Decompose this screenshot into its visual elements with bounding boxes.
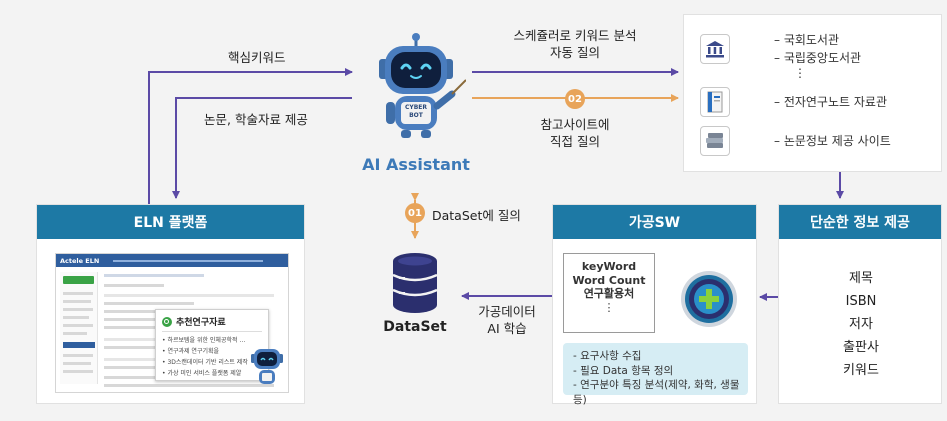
recommended-papers-popup[interactable]: 추천연구자료 • 하르보템을 위한 인체공학적 … • 연구과제 연구기획을 •… [155,309,269,381]
keyword-box-line: 연구활용처 [583,287,635,300]
dataset-label: DataSet [383,319,447,335]
label-core-keyword: 핵심키워드 [228,50,286,65]
source-item: – 논문정보 제공 사이트 [774,134,891,148]
source-row-e-notebook: – 전자연구노트 자료관 [700,87,887,117]
sw-title: 가공SW [553,205,756,239]
plus-circle-icon [681,271,737,327]
small-robot-icon [251,349,283,384]
source-item: – 국회도서관 [774,33,840,47]
search-icon [162,316,172,327]
processing-sw-panel: 가공SW keyWord Word Count 연구활용처 ⋮ - 요구사항 수… [552,204,757,406]
info-field: 저자 [849,317,873,332]
requirement-item: - 요구사항 수집 [573,350,642,362]
keyword-box-line: Word Count [572,273,646,287]
info-field: 출판사 [843,340,879,355]
keyword-box: keyWord Word Count 연구활용처 ⋮ [563,253,655,333]
label-ref-site-query: 참고사이트에 직접 질의 [540,117,610,149]
info-field: ISBN [845,294,877,309]
source-row-national-assembly: – 국회도서관 – 국립중앙도서관 [700,31,861,67]
popup-title: 추천연구자료 [176,318,226,328]
sources-ellipsis: ⋮ [794,66,806,80]
keyword-box-line: ⋮ [603,300,615,314]
keyword-box-line: keyWord [581,260,637,273]
arrow-core-keyword [148,68,353,205]
robot-illustration: CYBER BOT [366,32,467,148]
source-item: – 전자연구노트 자료관 [774,95,887,109]
badge-01: 01 [405,203,425,223]
label-schedule-query: 스케쥴러로 키워드 분석 자동 질의 [513,28,637,60]
eln-logo: Actele ELN [60,256,100,265]
assistant-title: AI Assistant [362,155,470,174]
source-row-paper-sites: – 논문정보 제공 사이트 [700,126,891,156]
label-paper-provision: 논문, 학술자료 제공 [204,112,308,127]
label-dataset-query: DataSet에 질의 [432,208,521,223]
requirement-item: - 연구분야 특징 분석(제약, 화학, 생물 등) [573,379,740,406]
source-item: – 국립중앙도서관 [774,51,862,65]
info-title: 단순한 정보 제공 [779,205,941,239]
eln-mock-topbar: Actele ELN [56,254,288,267]
sources-panel: – 국회도서관 – 국립중앙도서관 ⋮ – 전자연구노트 자료관 – 논문정보 … [683,14,942,172]
popup-item[interactable]: • 3D스캔데이터 기반 리스트 제작 [162,359,248,366]
info-field-list: 제목 ISBN 저자 출판사 키워드 [779,267,943,382]
requirements-box: - 요구사항 수집 - 필요 Data 항목 정의 - 연구분야 특징 분석(제… [563,343,748,406]
requirement-item: - 필요 Data 항목 정의 [573,364,674,377]
info-field: 키워드 [843,363,879,378]
eln-mock-sidebar [60,272,98,384]
info-field: 제목 [849,271,873,286]
document-book-icon [700,87,730,117]
eln-title: ELN 플랫폼 [37,205,304,239]
robot-icon [379,33,467,138]
simple-info-panel: 단순한 정보 제공 제목 ISBN 저자 출판사 키워드 [778,204,942,404]
arrow-paper-provision [172,97,352,199]
eln-platform-panel: ELN 플랫폼 Actele ELN [36,204,305,404]
library-building-icon [700,34,730,64]
badge-02: 02 [565,89,585,109]
popup-item[interactable]: • 연구과제 연구기획을 [162,348,220,355]
popup-item[interactable]: • 가상 미인 서비스 플랫폼 제얄 [162,370,242,377]
robot-chest-text: CYBER BOT [404,104,428,119]
popup-item[interactable]: • 하르보템을 위한 인체공학적 … [162,337,246,344]
paper-stack-icon [700,126,730,156]
dataset-database-icon [388,252,442,314]
label-processed-data: 가공데이터 AI 학습 [478,304,536,336]
